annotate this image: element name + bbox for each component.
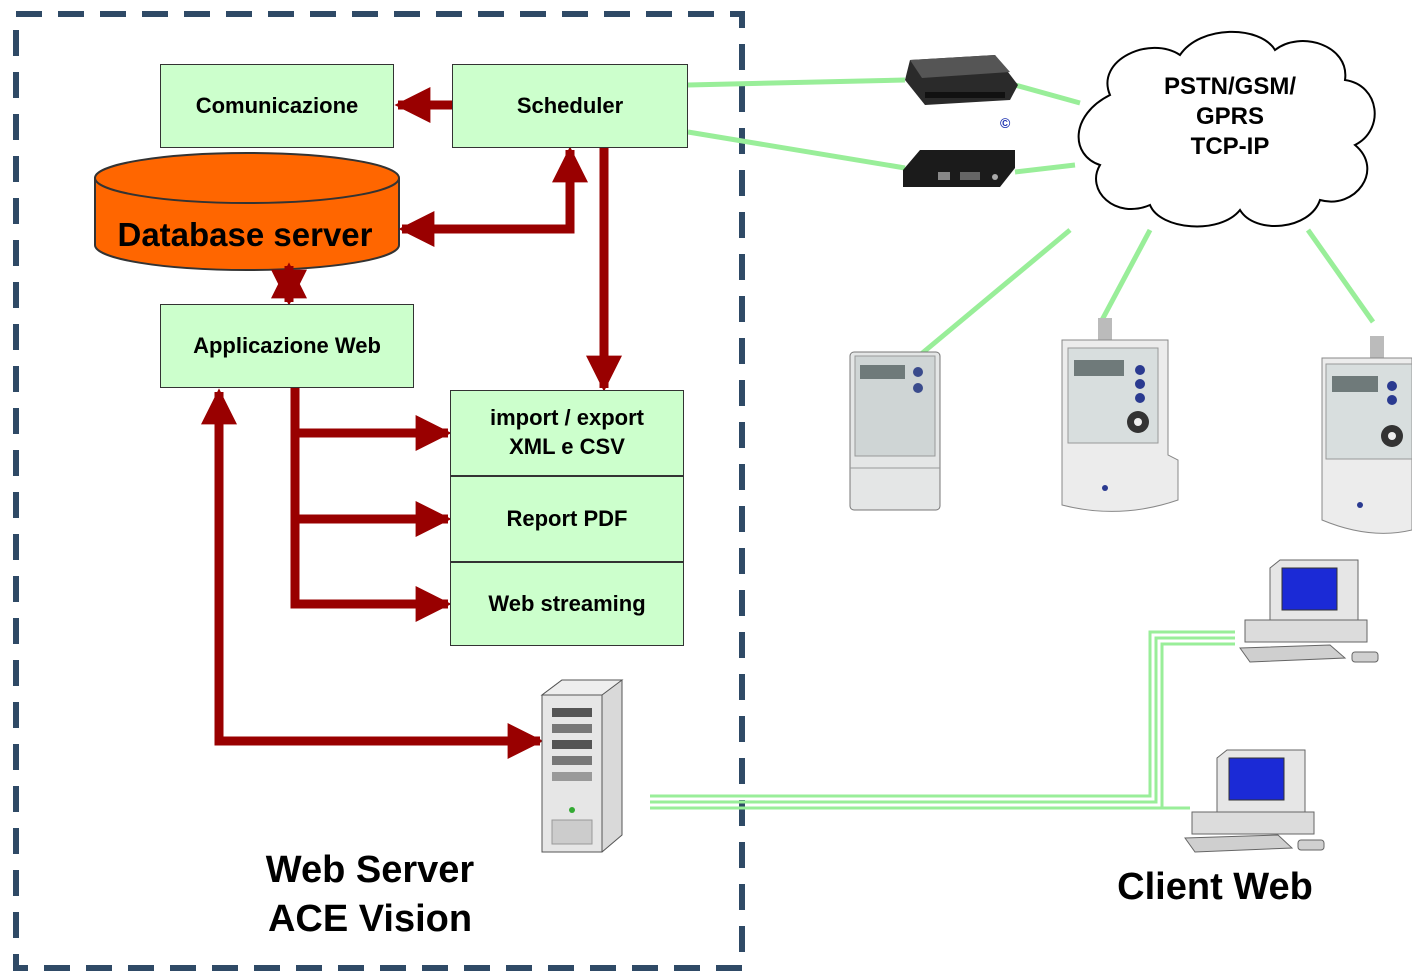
modem-icon <box>905 55 1018 105</box>
report-pdf-label: Report PDF <box>506 505 628 531</box>
electricity-meter-icon <box>1061 318 1179 512</box>
arrow-applicazione-server <box>201 388 544 759</box>
electricity-meter-icon <box>849 351 941 511</box>
cloud-label: PSTN/GSM/ GPRS TCP-IP <box>1130 72 1330 162</box>
comunicazione-box: Comunicazione <box>160 64 394 148</box>
database-server-label: Database server <box>117 216 373 253</box>
router-icon <box>903 150 1015 187</box>
desktop-computer-icon <box>1184 749 1325 853</box>
cloud-line-1: PSTN/GSM/ <box>1163 73 1296 100</box>
applicazione-web-label: Applicazione Web <box>193 332 381 358</box>
import-export-line2: XML e CSV <box>509 434 625 459</box>
electricity-meter-icon <box>1321 336 1412 534</box>
web-server-caption: Web Server ACE Vision <box>200 846 540 945</box>
cloud-line-2: GPRS <box>1195 103 1264 130</box>
copyright-mark: © <box>1000 115 1011 131</box>
network-links <box>687 77 1376 357</box>
web-streaming-label: Web streaming <box>488 590 646 616</box>
desktop-computer-icon <box>1239 559 1379 663</box>
arrow-applicazione-outputs <box>290 388 452 622</box>
web-server-caption-line2: ACE Vision <box>267 898 473 941</box>
database-server-cylinder <box>94 152 400 271</box>
scheduler-box: Scheduler <box>452 64 688 148</box>
arrow-scheduler-database <box>398 146 588 247</box>
cloud-line-3: TCP-IP <box>1190 133 1270 160</box>
cloud-icon <box>1077 30 1376 228</box>
web-streaming-box: Web streaming <box>450 562 684 646</box>
import-export-line1: import / export <box>489 405 644 431</box>
client-lan-link <box>650 630 1235 810</box>
report-pdf-box: Report PDF <box>450 476 684 562</box>
web-server-caption-line1: Web Server <box>265 849 475 891</box>
server-tower-icon <box>540 679 624 853</box>
comunicazione-label: Comunicazione <box>195 92 359 118</box>
import-export-box: import / export XML e CSV <box>450 390 684 476</box>
applicazione-web-box: Applicazione Web <box>160 304 414 388</box>
scheduler-label: Scheduler <box>516 92 624 118</box>
client-web-caption: Client Web <box>1117 866 1313 908</box>
